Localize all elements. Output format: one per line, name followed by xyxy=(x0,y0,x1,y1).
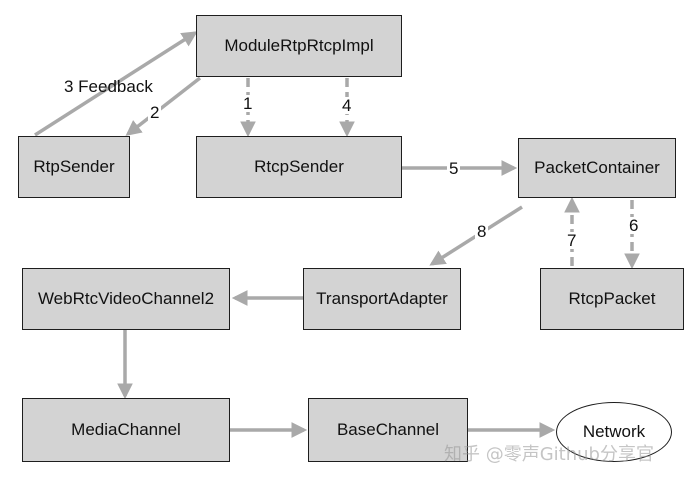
edge-label-4: 4 xyxy=(340,96,354,115)
node-rtcp-packet: RtcpPacket xyxy=(540,268,684,330)
node-base-channel: BaseChannel xyxy=(308,398,468,462)
edge-label-2: 2 xyxy=(148,103,162,122)
watermark: 知乎 @零声Github分享官 xyxy=(444,444,654,465)
arrow-feedback xyxy=(34,31,198,137)
node-packet-container: PacketContainer xyxy=(518,138,676,198)
node-rtcp-sender: RtcpSender xyxy=(196,136,402,198)
node-module-rtp-rtcp-impl: ModuleRtpRtcpImpl xyxy=(196,15,402,77)
node-transport-adapter: TransportAdapter xyxy=(303,268,461,330)
edge-label-6: 6 xyxy=(627,216,641,235)
edge-label-1: 1 xyxy=(241,94,255,113)
arrow-2 xyxy=(125,76,202,136)
node-webrtc-video-channel2: WebRtcVideoChannel2 xyxy=(22,268,230,330)
edge-label-feedback: 3 Feedback xyxy=(64,77,153,96)
node-media-channel: MediaChannel xyxy=(22,398,230,462)
node-network: Network xyxy=(556,402,672,462)
edge-label-8: 8 xyxy=(475,222,489,241)
node-rtp-sender: RtpSender xyxy=(18,136,130,198)
edge-label-5: 5 xyxy=(447,159,461,178)
edge-label-7: 7 xyxy=(565,231,579,250)
